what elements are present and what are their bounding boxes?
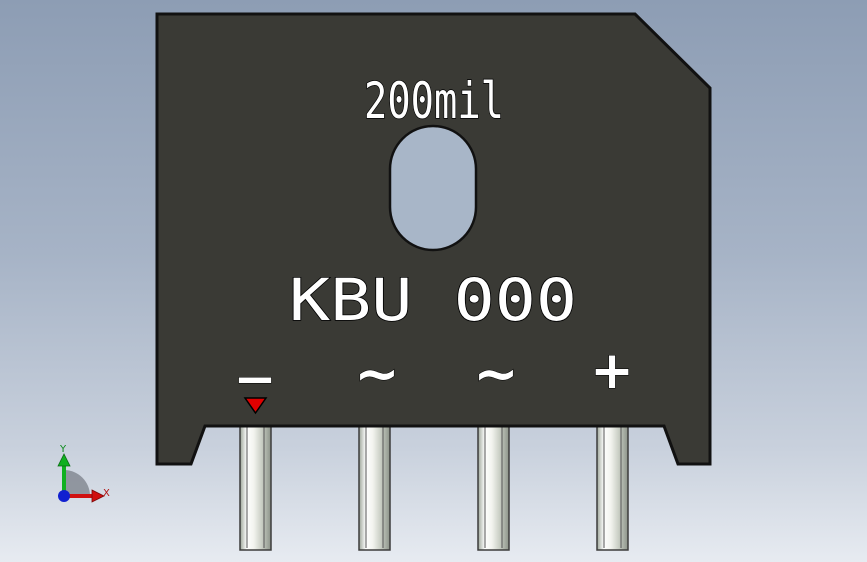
- model-label: KBU 000: [289, 266, 577, 334]
- pin-marking-negative: —: [237, 352, 273, 403]
- coordinate-triad[interactable]: Y X: [48, 438, 118, 510]
- pin-lead-1: [239, 423, 272, 551]
- y-axis-arrow-icon: [57, 453, 71, 467]
- pin-marking-positive: +: [590, 341, 634, 401]
- pin-marking-ac-2: ~: [473, 342, 518, 405]
- triad-plane-icon: [64, 470, 90, 496]
- x-axis-arrow-icon: [91, 489, 105, 503]
- pin-leads: [239, 423, 629, 551]
- mounting-hole: [388, 124, 478, 252]
- pin-marking-ac-1: ~: [354, 342, 399, 405]
- z-axis-icon: [58, 490, 70, 502]
- pin-lead-2: [358, 423, 391, 551]
- y-axis-label: Y: [59, 444, 67, 455]
- pin-one-marker-icon: [243, 397, 268, 415]
- x-axis-label: X: [103, 488, 110, 499]
- pin-lead-3: [477, 423, 510, 551]
- pin-lead-4: [596, 423, 629, 551]
- size-label: 200mil: [364, 72, 504, 130]
